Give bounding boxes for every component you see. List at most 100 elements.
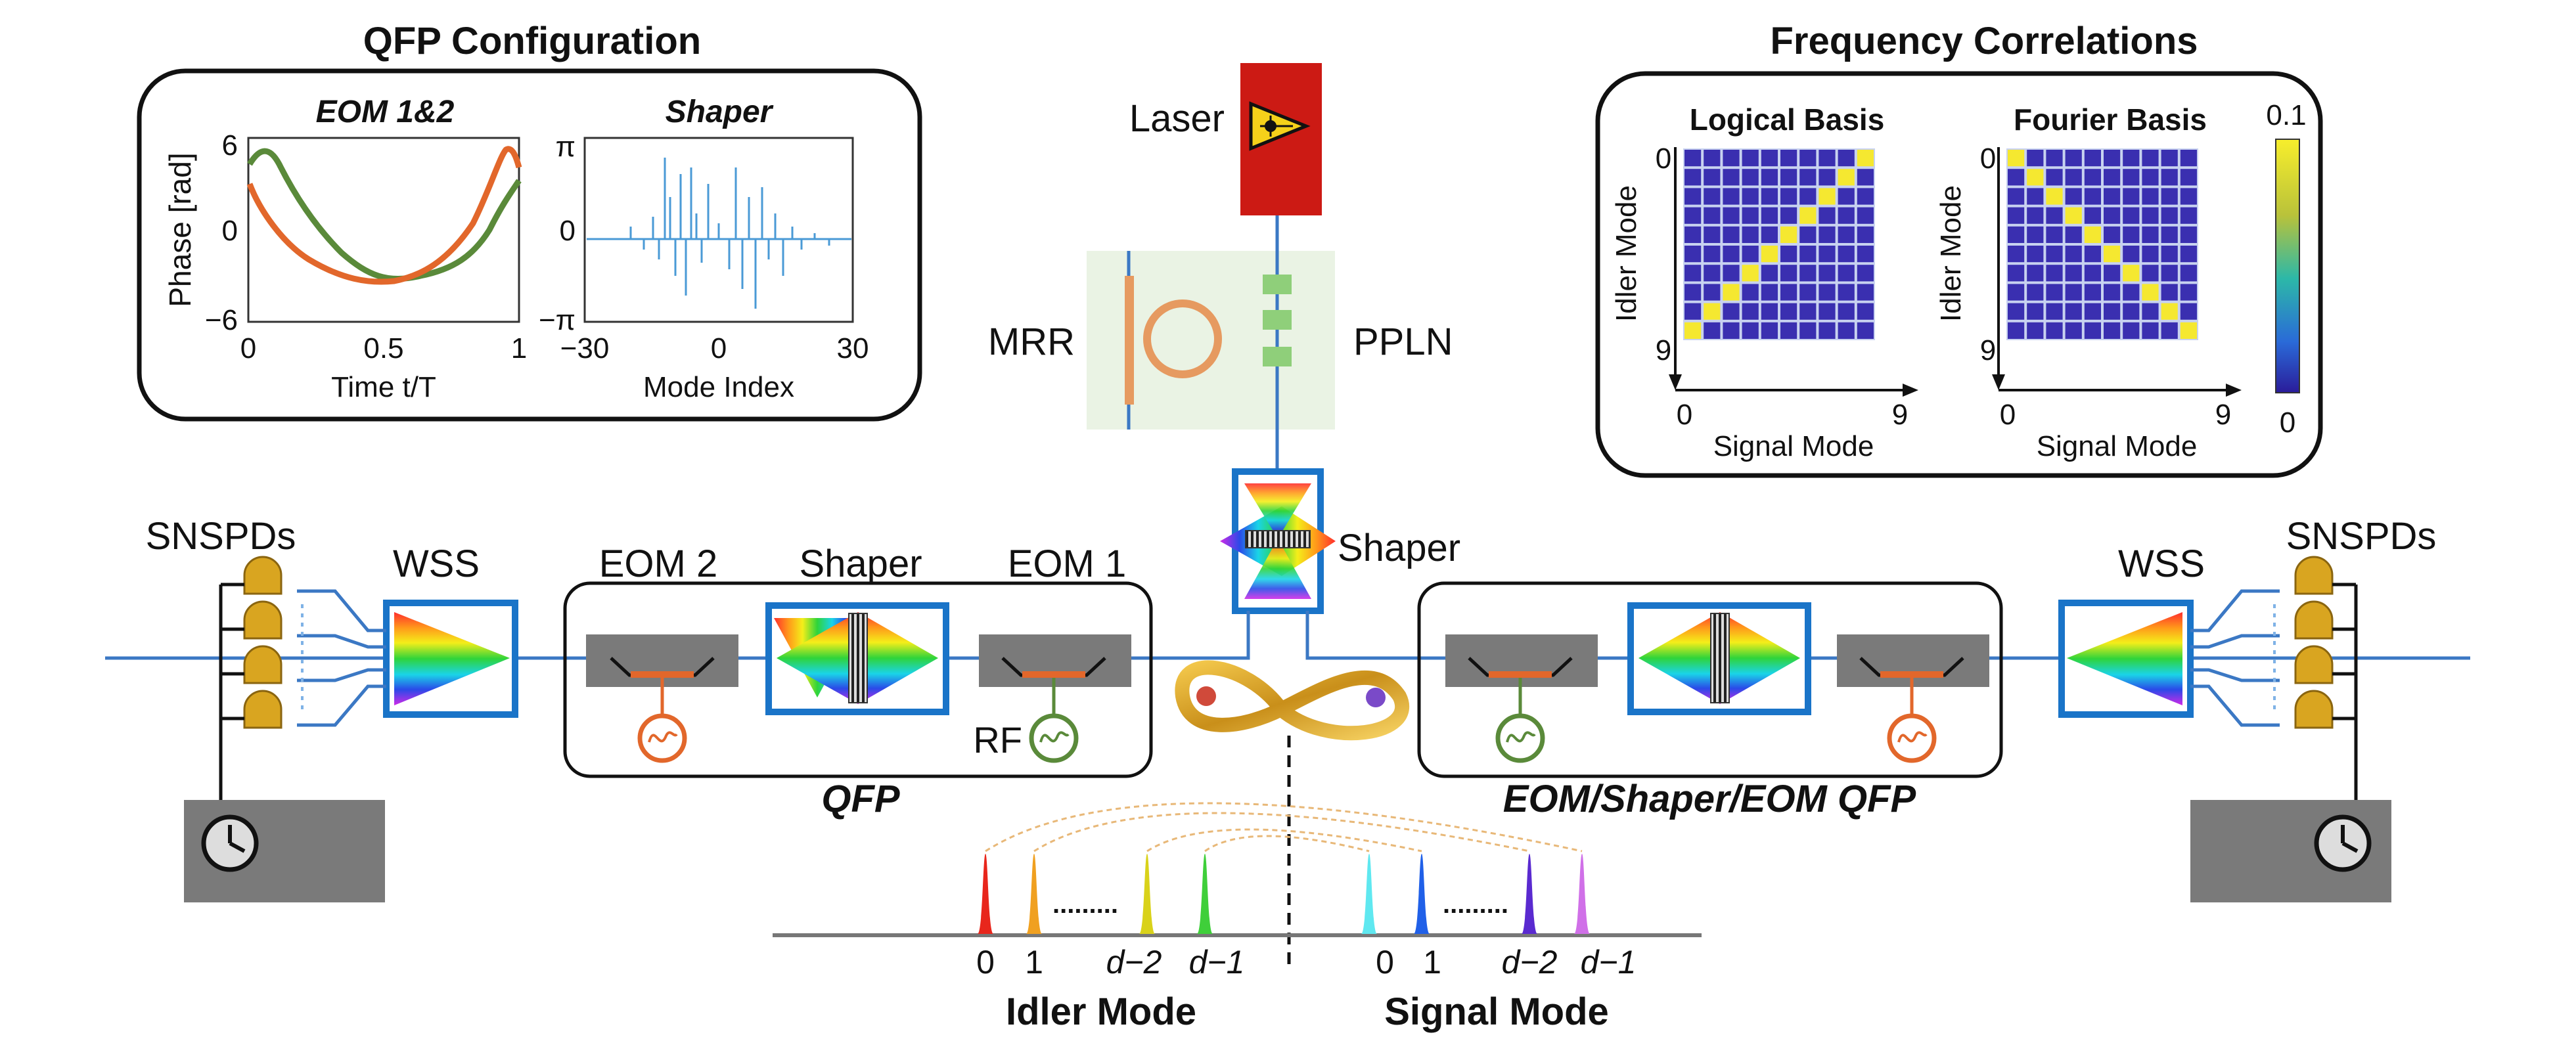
shaper-top-label: Shaper bbox=[1338, 527, 1460, 569]
heatmap-cell bbox=[2104, 169, 2121, 186]
heatmap-cell bbox=[2046, 284, 2063, 301]
heatmap-cell bbox=[1838, 150, 1855, 167]
heatmap-cell bbox=[1704, 169, 1721, 186]
heatmap-cell bbox=[1819, 322, 1836, 339]
heatmap-cell bbox=[1684, 246, 1702, 263]
heatmap-cell bbox=[1684, 265, 1702, 282]
mrr-bus bbox=[1125, 276, 1134, 405]
heatmap-cell bbox=[1838, 246, 1855, 263]
heatmap-cell bbox=[2027, 303, 2044, 320]
shaper-mid-label: Shaper bbox=[799, 542, 922, 585]
heatmap-cell bbox=[2027, 226, 2044, 243]
fourier-ytick-bottom: 9 bbox=[1980, 334, 1996, 366]
heatmap-cell bbox=[2104, 188, 2121, 205]
heatmap-cell bbox=[1684, 207, 1702, 224]
logical-xtick-right: 9 bbox=[1892, 399, 1908, 431]
fourier-basis-heatmap bbox=[2006, 148, 2198, 340]
heatmap-cell bbox=[2065, 284, 2082, 301]
heatmap-cell bbox=[2008, 207, 2025, 224]
ppln-segment-1 bbox=[1263, 275, 1292, 294]
heatmap-cell bbox=[2084, 284, 2101, 301]
heatmap-cell bbox=[1761, 265, 1778, 282]
wss-left-label: WSS bbox=[393, 542, 480, 585]
heatmap-cell bbox=[2046, 188, 2063, 205]
heatmap-cell bbox=[2180, 265, 2197, 282]
right-detection: SNSPDs WSS bbox=[2058, 515, 2436, 902]
frequency-correlations-panel: Frequency Correlations Logical Basis Fou… bbox=[1595, 20, 2323, 478]
heatmap-cell bbox=[1761, 322, 1778, 339]
heatmap-cell bbox=[2084, 207, 2101, 224]
eom-xtick-1: 1 bbox=[511, 332, 527, 365]
heatmap-cell bbox=[2180, 303, 2197, 320]
rf-source-green-icon bbox=[1029, 713, 1079, 763]
heatmap-cell bbox=[2046, 169, 2063, 186]
heatmap-cell bbox=[2123, 150, 2140, 167]
eom-orange-curve bbox=[246, 146, 522, 285]
signal-tick-d2: d−2 bbox=[1502, 944, 1558, 981]
heatmap-cell bbox=[1799, 246, 1817, 263]
heatmap-cell bbox=[2008, 188, 2025, 205]
signal-ellipsis: ......... bbox=[1443, 890, 1508, 919]
signal-tick-d1: d−1 bbox=[1581, 944, 1637, 981]
heatmap-cell bbox=[2142, 284, 2159, 301]
heatmap-cell bbox=[2046, 322, 2063, 339]
heatmap-cell bbox=[2084, 150, 2101, 167]
heatmap-cell bbox=[2065, 207, 2082, 224]
heatmap-cell bbox=[1761, 226, 1778, 243]
heatmap-cell bbox=[2161, 188, 2178, 205]
heatmap-cell bbox=[2027, 246, 2044, 263]
source-block: Laser MRR PPLN bbox=[988, 63, 1453, 473]
heatmap-cell bbox=[2008, 322, 2025, 339]
heatmap-cell bbox=[1723, 303, 1740, 320]
heatmap-cell bbox=[1819, 150, 1836, 167]
heatmap-cell bbox=[2104, 322, 2121, 339]
heatmap-cell bbox=[1838, 284, 1855, 301]
fourier-basis-title: Fourier Basis bbox=[2014, 102, 2207, 137]
heatmap-cell bbox=[2142, 188, 2159, 205]
heatmap-cell bbox=[1780, 322, 1797, 339]
heatmap-cell bbox=[1780, 188, 1797, 205]
heatmap-cell bbox=[1723, 150, 1740, 167]
heatmap-cell bbox=[1857, 303, 1874, 320]
heatmap-cell bbox=[1799, 284, 1817, 301]
heatmap-cell bbox=[1857, 150, 1874, 167]
idler-tick-1: 1 bbox=[1025, 944, 1043, 981]
heatmap-cell bbox=[2065, 226, 2082, 243]
eom1-label: EOM 1 bbox=[1008, 542, 1127, 585]
correlation-arcs bbox=[985, 802, 1583, 852]
freq-corr-title: Frequency Correlations bbox=[1770, 20, 2198, 62]
ppln-segment-3 bbox=[1263, 347, 1292, 366]
heatmap-cell bbox=[1723, 246, 1740, 263]
shaper-top: Shaper bbox=[1220, 468, 1460, 614]
heatmap-cell bbox=[2161, 169, 2178, 186]
heatmap-cell bbox=[2046, 207, 2063, 224]
qfp-right-label: EOM/Shaper/EOM QFP bbox=[1503, 778, 1916, 820]
heatmap-cell bbox=[2180, 169, 2197, 186]
heatmap-cell bbox=[2142, 303, 2159, 320]
heatmap-cell bbox=[2161, 284, 2178, 301]
heatmap-cell bbox=[2008, 150, 2025, 167]
shaper-xtick-left: −30 bbox=[560, 332, 610, 365]
heatmap-cell bbox=[1780, 207, 1797, 224]
logical-ytick-bottom: 9 bbox=[1656, 334, 1671, 366]
heatmap-cell bbox=[2180, 322, 2197, 339]
colorbar-max: 0.1 bbox=[2266, 99, 2306, 131]
heatmap-cell bbox=[1723, 169, 1740, 186]
fourier-ytick-top: 0 bbox=[1980, 143, 1996, 175]
shaper-ytick-top: π bbox=[556, 131, 576, 163]
heatmap-cell bbox=[2084, 169, 2101, 186]
heatmap-cell bbox=[2065, 322, 2082, 339]
ppln-segment-2 bbox=[1263, 310, 1292, 330]
heatmap-cell bbox=[1780, 246, 1797, 263]
heatmap-cell bbox=[2104, 303, 2121, 320]
colorbar bbox=[2275, 139, 2300, 393]
heatmap-cell bbox=[1723, 322, 1740, 339]
heatmap-cell bbox=[1723, 188, 1740, 205]
heatmap-cell bbox=[1799, 188, 1817, 205]
heatmap-cell bbox=[1684, 284, 1702, 301]
heatmap-cell bbox=[2046, 265, 2063, 282]
heatmap-cell bbox=[2027, 188, 2044, 205]
eom-ytick-bottom: −6 bbox=[205, 304, 238, 336]
heatmap-cell bbox=[1819, 169, 1836, 186]
heatmap-cell bbox=[2008, 226, 2025, 243]
